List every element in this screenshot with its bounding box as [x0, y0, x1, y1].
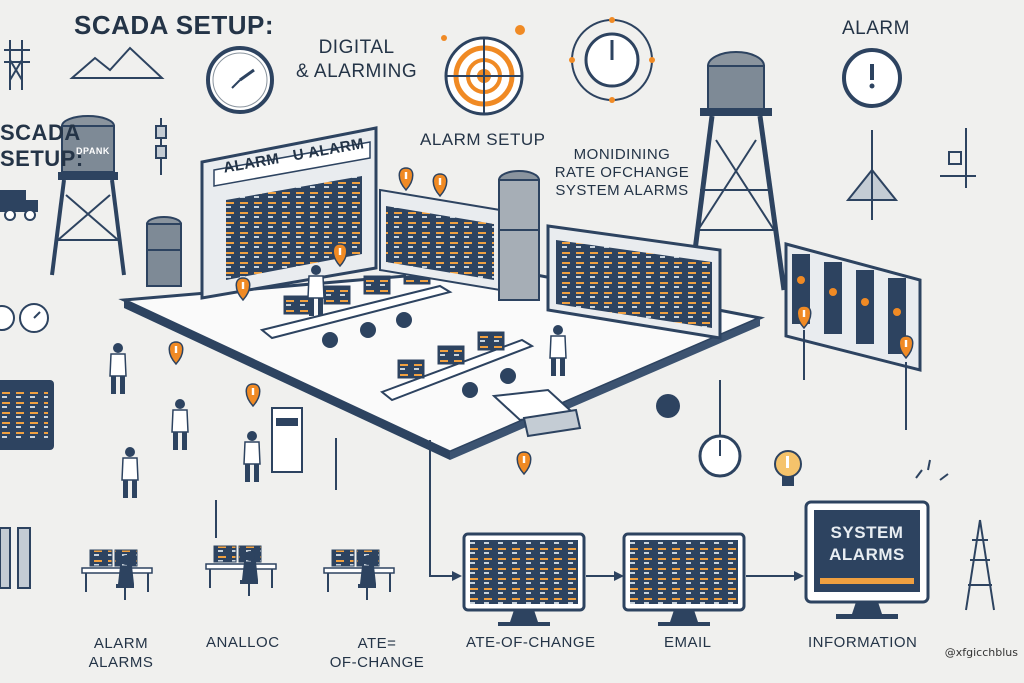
workstation-icon	[323, 549, 395, 601]
monitor-email	[622, 532, 746, 628]
tank-label: DPANK	[76, 146, 110, 156]
monitor-rate-of-change	[462, 532, 586, 628]
pressure-gauge-icons	[0, 527, 31, 589]
bottom-label-analloc: ANALLOC	[206, 634, 280, 651]
alarm-top-label: ALARM	[842, 18, 910, 39]
server-racks	[379, 188, 501, 292]
document-tray	[491, 388, 582, 438]
water-tower-icon	[50, 115, 126, 276]
antenna-icon	[845, 130, 899, 220]
bottom-ate-line1: ATE=	[357, 635, 397, 652]
workstation-icon	[81, 549, 153, 601]
system-alarms-line: SYSTEM ALARMS	[555, 182, 689, 199]
watermark: @xfgicchblus	[944, 646, 1018, 659]
monitoring-label: MONIDINING RATE OFCHANGE SYSTEM ALARMS	[552, 146, 692, 200]
bottom-label-information: INFORMATION	[808, 634, 918, 651]
screen-alarms: ALARMS	[829, 545, 905, 564]
power-pylon-icon	[4, 40, 30, 90]
alarming-label: & ALARMING	[296, 61, 418, 82]
printer-icon	[271, 407, 303, 473]
operator-person	[121, 446, 139, 499]
silo-icon	[498, 170, 540, 301]
lightbulb-icon	[774, 450, 802, 486]
monitoring-line: MONIDINING	[573, 146, 671, 163]
workstation-icon	[205, 545, 277, 597]
bottom-label-ate: ATE= OF-CHANGE	[318, 634, 436, 672]
bottom-label-rate-of-change: ATE-OF-CHANGE	[466, 634, 596, 651]
alarm-wall-board	[200, 126, 378, 300]
clock-icon	[206, 46, 274, 114]
control-cabinets	[546, 224, 722, 340]
left-screen	[0, 380, 54, 450]
scada-left-line1: SCADA	[0, 120, 81, 145]
digital-alarming-label: DIGITAL & ALARMING	[296, 36, 417, 84]
operator-person	[109, 342, 127, 395]
bottom-label-email: EMAIL	[664, 634, 712, 651]
operator-person	[243, 430, 261, 483]
compass-icon	[569, 17, 655, 103]
signal-rays-icon	[915, 459, 949, 481]
alarm-bell-icon	[656, 394, 742, 478]
right-panel	[784, 242, 922, 372]
valve-icon	[155, 118, 167, 175]
bottom-alarm-line2: ALARMS	[88, 654, 154, 671]
location-pin-icon	[245, 383, 261, 407]
stopwatch-icon	[0, 303, 49, 333]
diagram-title: SCADA SETUP:	[74, 10, 275, 40]
bottom-alarm-line1: ALARM	[93, 635, 149, 652]
connector-lines	[215, 330, 907, 577]
alarm-setup-label: ALARM SETUP	[420, 130, 546, 149]
operator-person	[171, 398, 189, 451]
operator-desks	[259, 265, 535, 402]
scada-setup-left-label: SCADA SETUP:	[0, 120, 84, 172]
system-alarms-screen-text: SYSTEM ALARMS	[814, 522, 920, 566]
mountain-icon	[69, 46, 165, 79]
location-pin-icon	[432, 173, 448, 197]
location-pin-icon	[168, 341, 184, 365]
water-tower-icon	[687, 51, 787, 291]
small-tank-icon	[146, 216, 182, 287]
system-alarms-monitor	[804, 500, 930, 619]
screen-system: SYSTEM	[830, 523, 904, 542]
rate-of-change-line: RATE OFCHANGE	[554, 164, 690, 181]
radio-tower-icon	[965, 519, 995, 611]
bottom-label-alarm: ALARM ALARMS	[76, 634, 166, 672]
arrowheads	[452, 571, 804, 581]
truck-icon	[0, 190, 38, 221]
bottom-ate-line2: OF-CHANGE	[329, 654, 425, 671]
location-pin-icon	[516, 451, 532, 475]
scada-left-line2: SETUP:	[0, 146, 84, 171]
junction-icon	[940, 128, 976, 188]
target-icon	[441, 25, 525, 116]
alarm-clock-icon	[842, 48, 902, 108]
digital-label: DIGITAL	[318, 37, 395, 58]
location-pin-icon	[398, 167, 414, 191]
